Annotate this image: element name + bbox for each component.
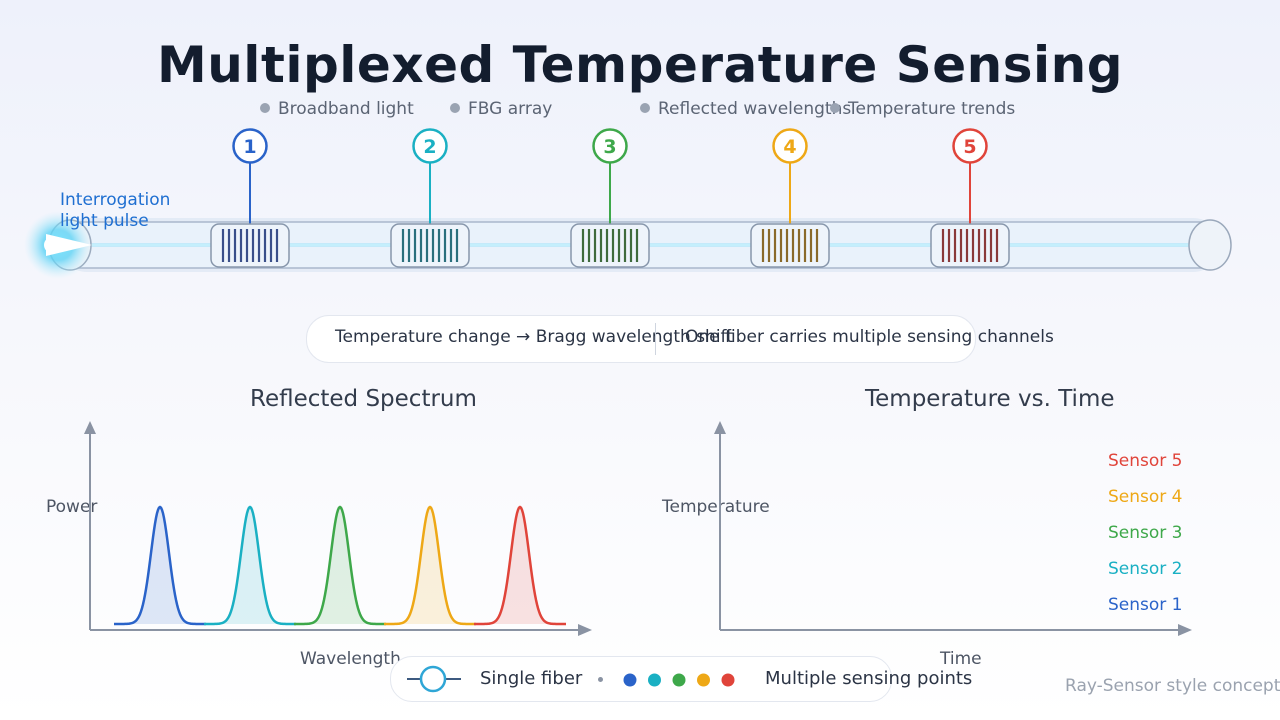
bullet-icon	[830, 103, 840, 113]
sensor-5: 5	[930, 128, 1010, 268]
fiber-end-cap	[1188, 219, 1232, 271]
legend-item-sensor-5: Sensor 5	[1108, 451, 1183, 471]
sensor-badge	[412, 128, 448, 164]
sensor-badge	[952, 128, 988, 164]
sensing-point-dot	[648, 673, 661, 687]
spectrum-chart	[84, 421, 592, 636]
legend-item-sensor-4: Sensor 4	[1108, 487, 1183, 507]
spectrum-peak-3	[294, 505, 386, 626]
sensor-2: 2	[390, 128, 470, 268]
fbg-grating-housing	[930, 223, 1010, 268]
sensor-number: 5	[963, 136, 976, 158]
sensor-4: 4	[750, 128, 830, 268]
legend-item-sensor-3: Sensor 3	[1108, 523, 1183, 543]
note-pill	[306, 315, 976, 363]
summary-pill	[390, 656, 892, 702]
spectrum-x-label: Wavelength	[300, 649, 401, 669]
spectrum-peak-1	[114, 505, 206, 626]
note-bragg-shift: Temperature change → Bragg wavelength sh…	[335, 327, 733, 347]
page-title: Multiplexed Temperature Sensing	[156, 36, 1124, 94]
sensing-points-icon	[623, 673, 735, 687]
temperature-x-label: Time	[940, 649, 982, 669]
footer-caption: Ray-Sensor style concept	[1065, 676, 1280, 696]
sensor-number: 3	[603, 136, 616, 158]
sensor-3: 3	[570, 128, 650, 268]
interrogation-label: Interrogation light pulse	[60, 190, 171, 231]
temperature-y-label: Temperature	[662, 497, 770, 517]
fbg-grating-housing	[390, 223, 470, 268]
step-reflected-wavelengths: Reflected wavelengths	[640, 99, 851, 119]
single-fiber-icon	[407, 665, 461, 693]
spectrum-peak-fill	[474, 507, 566, 624]
x-arrow-icon	[578, 624, 592, 636]
fiber-diagram: 1 2 3 4 5	[24, 128, 1232, 279]
bullet-icon	[450, 103, 460, 113]
sensor-1: 1	[210, 128, 290, 268]
legend-item-sensor-2: Sensor 2	[1108, 559, 1183, 579]
bullet-icon	[640, 103, 650, 113]
y-arrow-icon	[714, 421, 726, 434]
spectrum-peak-fill	[204, 507, 296, 624]
spectrum-peak-2	[204, 505, 296, 626]
temperature-chart-title: Temperature vs. Time	[865, 386, 1115, 412]
sensor-badge	[232, 128, 268, 164]
spectrum-peak-5	[474, 505, 566, 626]
legend-item-sensor-1: Sensor 1	[1108, 595, 1183, 615]
sensor-array: 1 2 3 4 5	[210, 128, 1010, 268]
multiple-points-label: Multiple sensing points	[765, 668, 973, 689]
sensing-point-dot	[697, 673, 710, 687]
sensing-point-dot	[623, 673, 637, 687]
x-arrow-icon	[1178, 624, 1192, 636]
sensing-point-dot	[721, 673, 735, 687]
fbg-grating-housing	[750, 223, 830, 268]
sensing-point-dot	[672, 673, 686, 687]
spectrum-y-label: Power	[46, 497, 98, 517]
sensor-number: 2	[423, 136, 436, 158]
temperature-chart	[714, 421, 1192, 636]
step-temperature-trends: Temperature trends	[830, 99, 1015, 119]
sensor-badge	[592, 128, 628, 164]
spectrum-chart-title: Reflected Spectrum	[250, 386, 477, 412]
sensor-badge	[772, 128, 808, 164]
note-multiplexing: One fiber carries multiple sensing chann…	[685, 327, 1054, 347]
fbg-grating-housing	[570, 223, 650, 268]
note-divider	[655, 323, 656, 355]
sensor-number: 1	[243, 136, 256, 158]
spectrum-peak-fill	[294, 507, 386, 624]
spectrum-peak-fill	[114, 507, 206, 624]
single-fiber-label: Single fiber	[480, 668, 583, 689]
fbg-grating-housing	[210, 223, 290, 268]
separator-dot	[598, 677, 603, 682]
step-fbg-array: FBG array	[450, 99, 552, 119]
step-broadband-light: Broadband light	[260, 99, 414, 119]
y-arrow-icon	[84, 421, 96, 434]
bullet-icon	[260, 103, 270, 113]
sensor-number: 4	[783, 136, 796, 158]
spectrum-peak-4	[384, 505, 476, 626]
spectrum-peak-fill	[384, 507, 476, 624]
